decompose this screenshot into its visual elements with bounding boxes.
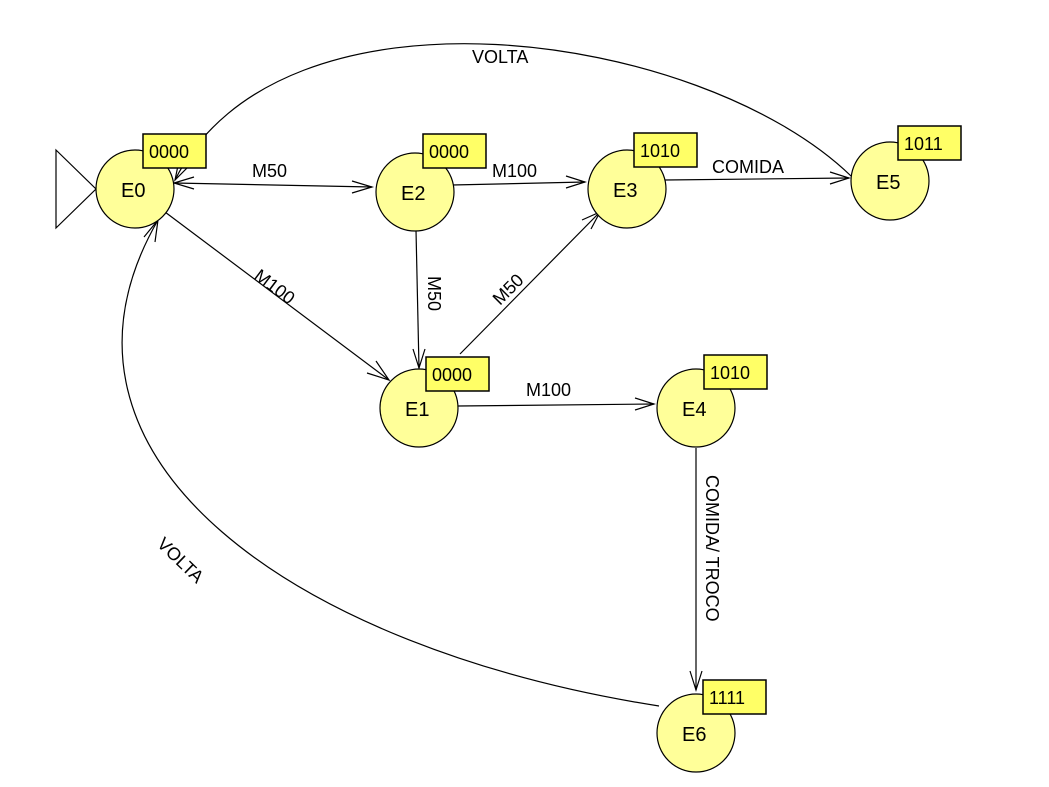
output-box bbox=[897, 125, 962, 161]
output-value: 1010 bbox=[640, 141, 680, 161]
output-value: 1011 bbox=[904, 134, 943, 154]
output-value: 0000 bbox=[429, 142, 469, 162]
state-label: E1 bbox=[405, 399, 429, 421]
output-value: 0000 bbox=[432, 365, 472, 385]
state-circle bbox=[95, 149, 175, 229]
output-box bbox=[702, 679, 767, 715]
transition-line bbox=[174, 43, 852, 181]
output-box bbox=[422, 133, 487, 169]
transition-label: COMIDA/ TROCO bbox=[702, 475, 722, 622]
state-label: E4 bbox=[682, 399, 706, 421]
transition-label: M100 bbox=[251, 265, 299, 308]
transition-label: M50 bbox=[489, 270, 528, 309]
arrowhead bbox=[412, 348, 426, 370]
state-e5: E5 1011 bbox=[850, 125, 962, 221]
arrowhead bbox=[634, 397, 656, 411]
transition-label: M50 bbox=[424, 276, 444, 311]
transition-line bbox=[415, 229, 420, 369]
state-e0: E0 0000 bbox=[95, 133, 207, 229]
transition-line bbox=[459, 211, 601, 355]
transition-e1-e3: M50 bbox=[459, 210, 602, 355]
arrowhead bbox=[565, 175, 587, 189]
transition-line bbox=[121, 219, 660, 707]
transition-e2-e3: M100 bbox=[451, 161, 587, 189]
transition-line bbox=[173, 182, 373, 188]
transition-label: M50 bbox=[252, 161, 287, 181]
output-box bbox=[425, 356, 490, 392]
transition-label: COMIDA bbox=[712, 157, 784, 177]
state-circle bbox=[850, 141, 930, 221]
state-label: E3 bbox=[613, 180, 637, 202]
transition-e0-e2: M50 bbox=[171, 161, 375, 194]
transition-label: M100 bbox=[492, 161, 537, 181]
state-label: E6 bbox=[682, 724, 706, 746]
transition-e6-e0: VOLTA bbox=[121, 217, 660, 707]
output-value: 1111 bbox=[709, 688, 745, 708]
arrowhead bbox=[351, 180, 375, 194]
state-label: E5 bbox=[876, 172, 900, 194]
state-label: E2 bbox=[401, 183, 425, 205]
state-e6: E6 1111 bbox=[656, 679, 767, 773]
arrowhead bbox=[689, 670, 703, 692]
transition-label: M100 bbox=[526, 380, 571, 400]
state-label: E0 bbox=[121, 180, 145, 202]
state-e4: E4 1010 bbox=[656, 354, 768, 448]
transition-e3-e5: COMIDA bbox=[664, 157, 851, 185]
output-box bbox=[142, 133, 207, 169]
state-circle bbox=[587, 149, 667, 229]
transition-e4-e6: COMIDA/ TROCO bbox=[689, 448, 722, 692]
output-box bbox=[703, 354, 768, 390]
output-value: 1010 bbox=[710, 363, 750, 383]
output-box bbox=[633, 132, 698, 168]
state-circle bbox=[375, 152, 455, 232]
transition-e2-e1: M50 bbox=[412, 229, 444, 370]
initial-state-marker bbox=[55, 148, 97, 230]
state-e2: E2 0000 bbox=[375, 133, 487, 232]
transition-label: VOLTA bbox=[472, 47, 528, 67]
state-e1: E1 0000 bbox=[379, 356, 490, 448]
transition-e0-e1: M100 bbox=[164, 211, 391, 382]
transition-line bbox=[451, 181, 586, 186]
transition-label: VOLTA bbox=[153, 533, 207, 587]
transition-line bbox=[664, 177, 850, 181]
arrowhead bbox=[829, 171, 851, 185]
transition-e1-e4: M100 bbox=[457, 380, 656, 411]
state-e3: E3 1010 bbox=[587, 132, 698, 229]
arrowhead bbox=[366, 360, 391, 382]
output-value: 0000 bbox=[149, 142, 189, 162]
transition-line bbox=[164, 211, 390, 381]
transition-line bbox=[457, 403, 655, 407]
